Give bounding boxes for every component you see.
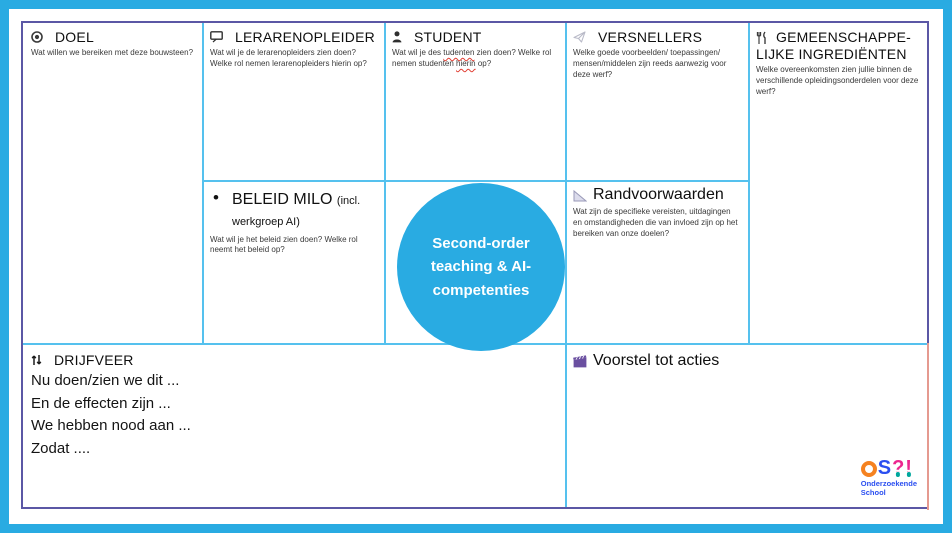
gemeenschappelijke-title: GEMEENSCHAPPE- LIJKE INGREDIËNTEN <box>756 29 912 62</box>
student-desc: Wat wil je des tudenten zien doen? Welke… <box>392 48 557 70</box>
logo-text: Onderzoekende School <box>860 478 917 498</box>
set-square-icon <box>573 189 587 202</box>
gemeenschappelijke-desc: Welke overeenkomsten zien jullie binnen … <box>756 65 919 96</box>
logo-exclamation-dot-icon <box>906 472 911 477</box>
cell-gemeenschappelijke-ingredienten: GEMEENSCHAPPE- LIJKE INGREDIËNTEN Welke … <box>748 23 927 344</box>
logo-question-glyph: ? <box>892 456 905 479</box>
student-desc-part: Wat wil je des <box>392 48 444 57</box>
cell-doel: DOEL Wat willen we bereiken met deze bou… <box>23 23 202 344</box>
cell-lerarenopleider: LERARENOPLEIDER Wat wil je de lerarenopl… <box>202 23 384 180</box>
beleid-title: BELEID MILO <box>232 191 337 208</box>
drijfveer-line-3: We hebben nood aan ... <box>31 417 191 434</box>
onderzoekende-school-logo: S ? ! Onderzoekende School <box>860 456 917 499</box>
student-desc-part: op? <box>475 58 492 68</box>
cutlery-icon <box>756 31 768 45</box>
grid-vline-4 <box>748 23 750 344</box>
beleid-title-suffix: (incl. werkgroep AI) <box>232 195 361 228</box>
cell-student: STUDENT Wat wil je des tudenten zien doe… <box>384 23 565 180</box>
randvoorwaarden-desc: Wat zijn de specifieke vereisten, uitdag… <box>573 207 738 238</box>
voorstel-title: Voorstel tot acties <box>593 352 720 369</box>
versnellers-desc: Welke goede voorbeelden/ toepassingen/ m… <box>573 48 727 79</box>
student-misspelled-word: tudenten <box>443 48 475 57</box>
grid-vline-3 <box>565 23 567 507</box>
up-down-arrows-icon <box>31 354 42 366</box>
doel-desc: Wat willen we bereiken met deze bouwstee… <box>31 48 194 57</box>
cell-versnellers: VERSNELLERS Welke goede voorbeelden/ toe… <box>565 23 748 180</box>
drijfveer-line-2: En de effecten zijn ... <box>31 394 171 412</box>
cell-drijfveer: DRIJFVEER Nu doen/zien we dit ... En de … <box>23 343 565 508</box>
drijfveer-title: DRIJFVEER <box>54 352 134 368</box>
central-topic-circle: Second-order teaching & AI- competenties <box>397 183 565 351</box>
doel-title: DOEL <box>55 29 94 45</box>
logo-glyphs: S ? ! <box>860 456 917 479</box>
student-desc-part: zien doen? Welke rol nemen studenten <box>392 48 552 68</box>
logo-exclamation-mark: ! <box>905 456 912 479</box>
cell-beleid-milo: • BELEID MILO (incl. werkgroep AI) Wat w… <box>202 180 384 343</box>
logo-letter-s: S <box>877 456 892 479</box>
drijfveer-line-4: Zodat .... <box>31 439 91 457</box>
accent-right-border <box>927 343 929 510</box>
bullet-icon: • <box>213 188 219 207</box>
beleid-desc: Wat wil je het beleid zien doen? Welke r… <box>210 234 358 255</box>
lerarenopleider-desc: Wat wil je de lerarenopleiders zien doen… <box>210 48 367 68</box>
logo-exclamation-glyph: ! <box>905 456 912 479</box>
cell-randvoorwaarden: Randvoorwaarden Wat zijn de specifieke v… <box>565 180 748 343</box>
target-icon <box>31 31 43 43</box>
presentation-screen-icon <box>210 31 223 43</box>
grid-vline-2 <box>384 23 386 344</box>
drijfveer-line-1: Nu doen/zien we dit ... <box>31 372 180 389</box>
clapperboard-icon <box>573 354 587 368</box>
central-topic-text: Second-order teaching & AI- competenties <box>430 235 532 299</box>
lerarenopleider-title: LERARENOPLEIDER <box>235 29 375 45</box>
canvas-board: DOEL Wat willen we bereiken met deze bou… <box>21 21 929 510</box>
logo-question-dot-icon <box>896 472 901 477</box>
logo-o-ring-icon <box>860 460 877 477</box>
cell-voorstel-tot-acties: Voorstel tot acties S ? ! Onderzoekende … <box>565 343 927 508</box>
grid-hline-1 <box>202 180 749 182</box>
grid-vline-1 <box>202 23 204 344</box>
person-icon <box>392 31 402 43</box>
randvoorwaarden-title: Randvoorwaarden <box>593 186 724 203</box>
student-flagged-word: hierin <box>456 58 476 68</box>
student-title: STUDENT <box>414 29 482 45</box>
logo-question-mark: ? <box>892 456 905 479</box>
paper-plane-icon <box>573 31 586 43</box>
versnellers-title: VERSNELLERS <box>598 29 703 45</box>
